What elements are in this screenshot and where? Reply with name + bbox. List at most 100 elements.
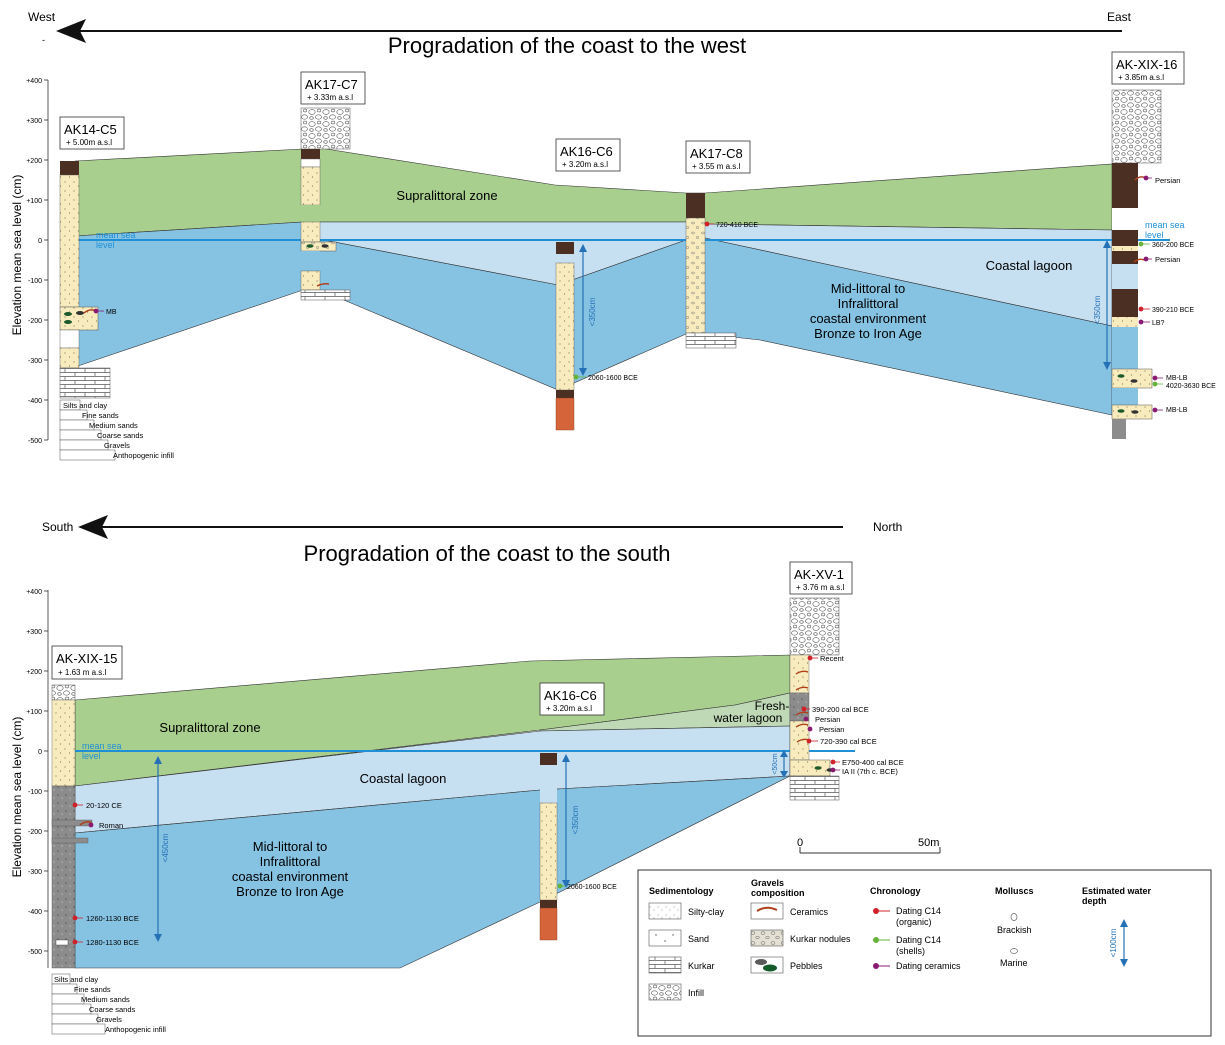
label-c8-date: 720-410 BCE [716,222,758,229]
zone-label-mid-4: Bronze to Iron Age [814,326,922,341]
legend-chronology-title: Chronology [870,886,921,896]
svg-text:AK17-C7: AK17-C7 [305,77,358,92]
svg-text:+ 1.63 m a.s.l: + 1.63 m a.s.l [58,668,106,677]
y-tick-label: +200 [26,669,42,676]
core-label-ak17-c7: AK17-C7 + 3.33m a.s.l [300,71,366,105]
legend-gravels-title-2: composition [751,888,805,898]
legend-water-depth-title-2: depth [1082,896,1107,906]
label-ia-ii: IA II (7th c. BCE) [842,767,898,776]
svg-text:AK14-C5: AK14-C5 [64,122,117,137]
y-tick-label: +100 [26,198,42,205]
svg-text:Anthopogenic infill: Anthopogenic infill [113,451,174,460]
label-roman: Roman [99,821,123,830]
msl-label-left-1: mean sea [96,230,136,240]
svg-text:Dating ceramics: Dating ceramics [896,961,961,971]
zone-label-mid-2-bottom: Infralittoral [260,854,321,869]
core-ak17-c7 [300,107,351,301]
y-tick-label: 0 [38,238,42,245]
y-tick-label: +200 [26,158,42,165]
svg-text:Silty-clay: Silty-clay [688,907,725,917]
marine-shell-icon [1010,948,1018,954]
label-mb-lb-2: MB-LB [1166,407,1188,414]
direction-arrow-head-bottom [78,515,108,539]
y-tick-label: -500 [28,438,42,445]
svg-text:AK16-C6: AK16-C6 [544,688,597,703]
svg-text:AK17-C8: AK17-C8 [690,146,743,161]
depth-label-xv1: <50cm [772,753,779,774]
svg-text:Dating C14: Dating C14 [896,935,941,945]
depth-label-xix16: <350cm [1093,295,1102,324]
svg-text:AK16-C6: AK16-C6 [560,144,613,159]
label-south: South [42,520,73,534]
legend-sedimentology-title: Sedimentology [649,886,714,896]
zone-label-supralittoral-bottom: Supralittoral zone [159,720,260,735]
label-persian-1: Persian [1155,176,1180,185]
msl-label-bottom-1: mean sea [82,741,122,751]
svg-text:(shells): (shells) [896,946,925,956]
core-label-ak-xv-1: AK-XV-1 + 3.76 m a.s.l [789,561,853,595]
y-tick-label: +300 [26,629,42,636]
svg-text:+ 3.76 m a.s.l: + 3.76 m a.s.l [796,583,844,592]
grain-scale-top: Silts and clay Fine sands Medium sands C… [59,399,174,461]
label-c6-date: 2060-1600 BCE [588,375,638,382]
svg-text:+ 3.55 m a.s.l: + 3.55 m a.s.l [692,162,740,171]
core-ak14-c5: MB [59,161,117,399]
depth-label-xix15: <450cm [161,833,170,862]
label-persian-b2: Persian [819,725,844,734]
top-title: Progradation of the coast to the west [388,33,746,58]
svg-text:Fine sands: Fine sands [74,985,111,994]
zone-label-mid-1-bottom: Mid-littoral to [253,839,327,854]
svg-text:Kurkar nodules: Kurkar nodules [790,934,851,944]
y-tick-label: -400 [28,398,42,405]
msl-label-bottom-2: level [82,751,101,761]
label-mb: MB [106,309,117,316]
y-axis-label-bottom: Elevation mean sea level (cm) [10,717,24,878]
label-1260-1130: 1260-1130 BCE [86,914,139,923]
svg-text:Gravels: Gravels [104,441,130,450]
y-tick-label: -300 [28,869,42,876]
core-ak16-c6-bottom: 2060-1600 BCE [539,753,617,941]
svg-text:AK-XIX-15: AK-XIX-15 [56,651,117,666]
y-tick-label: -200 [28,829,42,836]
label-north: North [873,520,902,534]
bottom-title: Progradation of the coast to the south [304,541,671,566]
label-360-200: 360-200 BCE [1152,242,1194,249]
legend: Sedimentology Silty-clay Sand Kurkar Inf… [637,869,1212,1037]
core-label-ak-xix-16: AK-XIX-16 + 3.85m a.s.l [1111,51,1185,85]
y-tick-label: 0 [38,749,42,756]
brackish-shell-icon [1010,913,1018,921]
depth-label-c6: <350cm [588,297,597,326]
svg-text:Sand: Sand [688,934,709,944]
core-ak-xix-16: Persian 360-200 BCE Persian 390-210 BCE … [1111,89,1216,439]
svg-text:Pebbles: Pebbles [790,961,823,971]
y-tick-label: +300 [26,118,42,125]
core-label-ak16-c6: AK16-C6 + 3.20m a.s.l [555,138,621,172]
zone-label-mid-2: Infralittoral [838,296,899,311]
y-tick-label: -100 [28,278,42,285]
grain-scale-bottom: Silts and clay Fine sands Medium sands C… [51,973,166,1035]
core-ak16-c6: 2060-1600 BCE [555,242,638,431]
depth-label-c6-bottom: <350cm [571,805,580,834]
svg-text:Infill: Infill [688,988,704,998]
zone-label-mid-1: Mid-littoral to [831,281,905,296]
label-390-200-cal: 390-200 cal BCE [812,705,869,714]
label-west-dash: - [42,35,45,45]
y-tick-label: -100 [28,789,42,796]
label-lb: LB? [1152,320,1165,327]
label-recent: Recent [820,654,845,663]
svg-text:0: 0 [797,837,803,849]
core-label-ak14-c5: AK14-C5 + 5.00m a.s.l [59,116,125,150]
core-ak-xix-15: 20-120 CE Roman 1260-1130 BCE 1280-1130 … [51,684,139,969]
msl-label-right-2: level [1145,230,1164,240]
legend-depth-label: <100cm [1109,928,1118,957]
y-tick-label: +100 [26,709,42,716]
msl-label-left-2: level [96,240,115,250]
svg-text:(organic): (organic) [896,917,932,927]
svg-text:Gravels: Gravels [96,1015,122,1024]
zone-label-fresh-1: Fresh- [755,699,790,713]
svg-text:Coarse sands: Coarse sands [97,431,144,440]
bottom-panel: South North Progradation of the coast to… [10,515,941,1035]
zone-label-lagoon-bottom: Coastal lagoon [360,771,447,786]
legend-water-depth-title-1: Estimated water [1082,886,1152,896]
